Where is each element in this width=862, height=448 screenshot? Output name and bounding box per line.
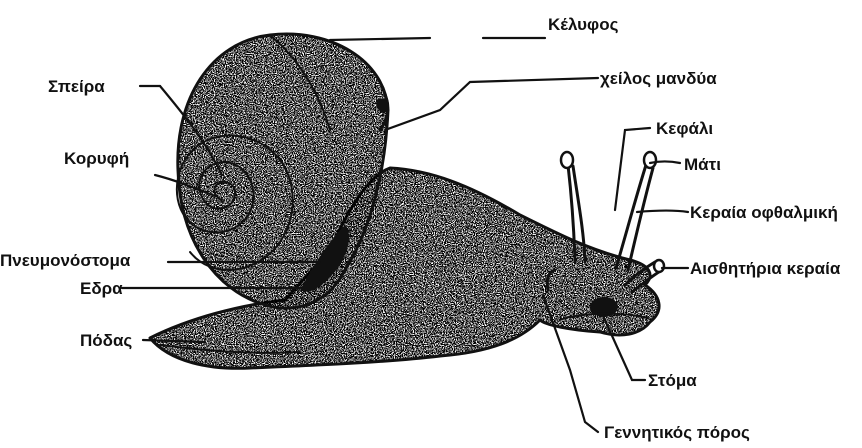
- label-head: Κεφάλι: [656, 119, 713, 138]
- label-eye: Μάτι: [684, 155, 721, 174]
- eye-left-icon: [561, 152, 573, 168]
- label-sensory-tentacle: Αισθητήρια κεραία: [690, 259, 841, 278]
- label-shell: Κέλυφος: [548, 15, 619, 34]
- label-whorl: Σπείρα: [48, 77, 105, 96]
- label-foot: Πόδας: [80, 331, 132, 350]
- label-eye-tentacle: Κεραία οφθαλμική: [690, 203, 838, 222]
- label-mantle-lip: χείλος μανδύα: [600, 69, 717, 88]
- label-apex: Κορυφή: [64, 149, 129, 168]
- label-pneumostome: Πνευμονόστομα: [0, 251, 131, 270]
- label-genital-pore: Γεννητικός πόρος: [604, 423, 750, 442]
- eye-right-icon: [644, 152, 656, 168]
- label-anus: Εδρα: [80, 279, 123, 298]
- label-mouth: Στόμα: [648, 371, 697, 390]
